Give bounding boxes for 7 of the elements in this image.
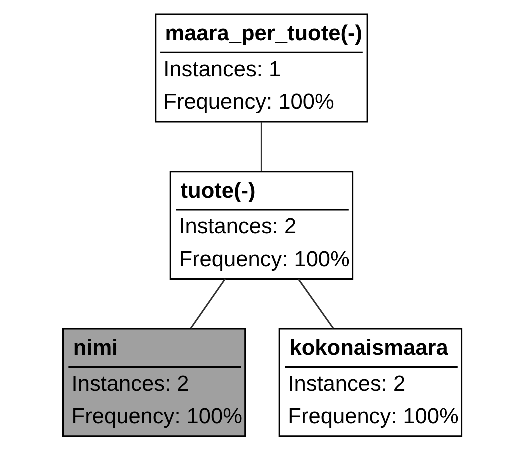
- node-box: tuote(-) Instances: 2 Frequency: 100%: [170, 171, 354, 280]
- node-box: maara_per_tuote(-) Instances: 1 Frequency: 100%: [155, 14, 368, 123]
- connector: [298, 278, 334, 329]
- connector: [190, 278, 226, 329]
- node-box: kokonaismaara Instances: 2 Frequency: 100%: [278, 328, 463, 438]
- node-box: nimi Instances: 2 Frequency: 100%: [62, 328, 246, 438]
- connector: [260, 122, 262, 172]
